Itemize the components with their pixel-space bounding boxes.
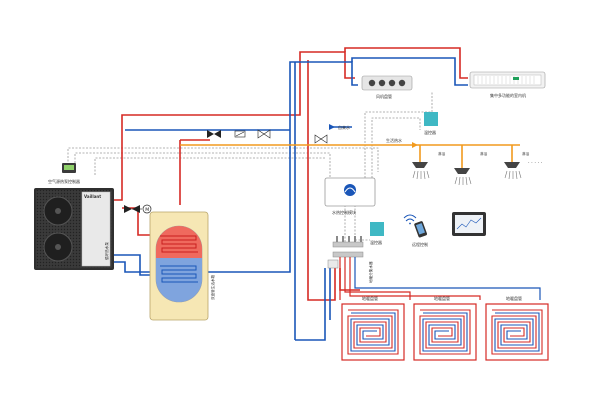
shower-3-label: 淋浴 <box>522 151 530 156</box>
heat-pump-controller-label: 空气源热泵控制器 <box>48 178 80 184</box>
floor-loop-feeders <box>339 257 541 300</box>
filter-icon <box>257 129 271 139</box>
wifi-icon <box>403 214 417 225</box>
tap-water-label: 自来水 <box>338 124 350 130</box>
cold-water-pipes <box>112 57 468 341</box>
shower-icon <box>454 168 472 186</box>
shower-1-label: 淋浴 <box>438 151 446 156</box>
pump-vertical-label-wrap: 循环热水泵 <box>104 242 109 260</box>
multi-function-indoor-unit: 集中多功能的室内机 <box>469 71 546 98</box>
floor-heating-1-label: 地暖盘管 <box>362 295 378 301</box>
fan-coil-label: 风机盘管 <box>376 93 392 99</box>
more-outlets-ellipsis: · · · · · <box>528 160 543 166</box>
lower-coil <box>160 265 198 283</box>
thermostat-top-label: 温控器 <box>424 129 436 135</box>
fan-coil-unit: 风机盘管 <box>361 75 413 99</box>
pump-vertical-label: 循环热水泵 <box>104 242 109 260</box>
heat-pump-unit: Vaillant <box>34 188 114 270</box>
tap-water-inlet: 自来水 <box>329 124 350 130</box>
multi-fan-coil-label: 集中多功能的室内机 <box>490 92 526 98</box>
shower-icon <box>412 162 430 180</box>
thermostat-mid-label: 温控器 <box>370 239 382 245</box>
motor-icon <box>142 204 152 214</box>
remote-control-label: 远程控制 <box>412 241 428 247</box>
thermostat-top: 温控器 <box>424 112 438 135</box>
motor-symbol: M <box>145 207 149 213</box>
floor-heating-3-label: 地暖盘管 <box>506 295 522 301</box>
dhw-arrow-icon <box>412 142 418 148</box>
shower-icon <box>504 162 522 180</box>
water-module-label: 水热控制模块 <box>332 209 356 215</box>
check-valve-icon <box>234 130 246 138</box>
three-way-valve-icon <box>314 134 328 144</box>
thermostat-icon <box>370 222 384 236</box>
tablet-icon <box>452 212 486 236</box>
domestic-hot-water-pipes <box>180 144 520 168</box>
floor-heating-manifold: 地暖分集水器 <box>327 236 373 283</box>
thermostat-icon <box>424 112 438 126</box>
shower-1: 淋浴 <box>412 151 446 180</box>
tank-vertical-label: 双盘管生活水箱 <box>210 274 215 300</box>
domestic-hot-water-label: 生活热水 <box>386 137 402 143</box>
upper-coil <box>160 235 198 253</box>
dhw-storage-tank: 双盘管生活水箱 <box>149 211 215 321</box>
valve-group <box>207 129 328 144</box>
floor-heating-loop-3: 地暖盘管 <box>485 295 549 361</box>
remote-control-group: 远程控制 <box>403 212 486 247</box>
heat-pump-controller: 空气源热泵控制器 <box>48 163 80 184</box>
shower-2: 淋浴 <box>454 151 488 186</box>
thermostat-middle: 温控器 <box>370 222 384 245</box>
shower-3: 淋浴 <box>504 151 530 180</box>
floor-heating-loop-2: 地暖盘管 <box>413 295 477 361</box>
floor-heating-loop-1: 地暖盘管 <box>341 295 405 361</box>
floor-heating-2-label: 地暖盘管 <box>434 295 450 301</box>
phone-icon <box>414 221 428 238</box>
water-control-module: 水热控制模块 <box>324 177 376 215</box>
manifold-vertical-label: 地暖分集水器 <box>368 261 373 283</box>
hot-water-pipes <box>112 47 468 301</box>
three-way-valve-icon: M <box>124 204 152 214</box>
three-way-valve-icon <box>207 130 221 138</box>
shower-2-label: 淋浴 <box>480 151 488 156</box>
brand-label: Vaillant <box>84 194 101 199</box>
